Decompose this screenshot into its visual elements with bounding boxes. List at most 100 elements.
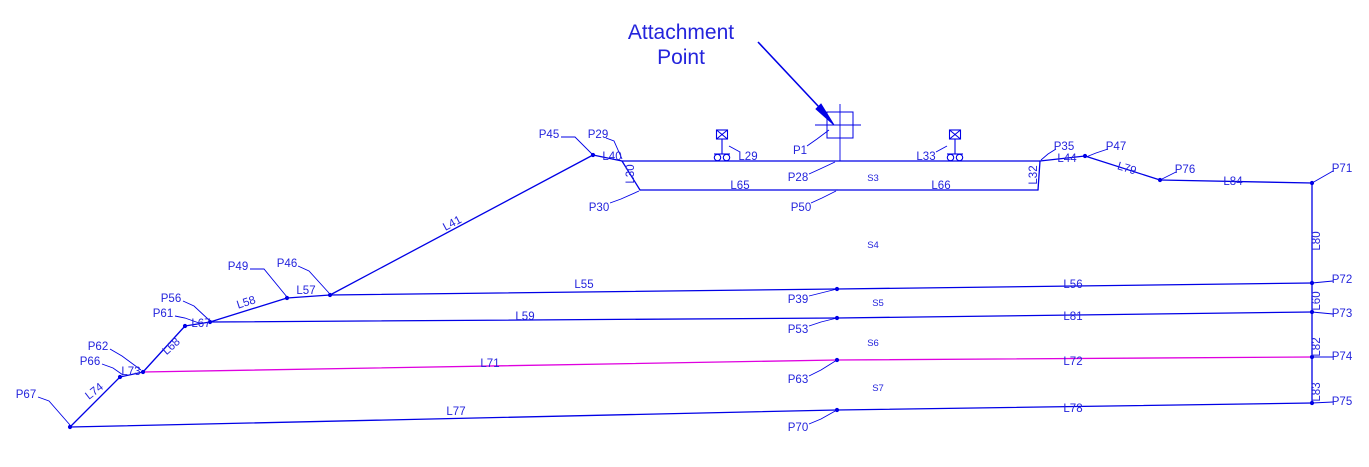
vertex-marker	[1082, 153, 1088, 159]
leader-P63	[808, 359, 838, 377]
label-P63: P63	[788, 374, 808, 386]
label-L79: L79	[1116, 160, 1138, 177]
label-L59: L59	[515, 311, 534, 323]
leader-P49	[250, 268, 288, 298]
label-P70: P70	[788, 422, 808, 434]
label-P30: P30	[589, 202, 609, 214]
line-L78	[836, 402, 1313, 411]
label-L74: L74	[83, 381, 106, 403]
line-L84	[1159, 179, 1313, 184]
line-L74	[69, 376, 121, 428]
line-L58	[209, 297, 288, 323]
vertex-marker	[834, 286, 840, 292]
clamp-wheel	[722, 153, 731, 162]
clamp-wheel	[713, 153, 722, 162]
line-L81	[836, 311, 1313, 319]
leader-P67	[37, 396, 71, 426]
label-P61: P61	[153, 308, 173, 320]
label-S4: S4	[867, 240, 879, 251]
line-L79	[1084, 155, 1161, 181]
vertex-marker	[1309, 180, 1315, 186]
line-L55	[329, 288, 838, 296]
vertex-marker	[67, 424, 73, 430]
label-L33: L33	[916, 151, 935, 163]
leader-P50	[810, 190, 837, 204]
leader-P46	[297, 265, 330, 294]
line-L41	[329, 154, 594, 296]
label-L55: L55	[574, 279, 593, 291]
vertex-marker	[182, 323, 188, 329]
vertex-marker	[1309, 354, 1315, 360]
vertex-marker	[1309, 400, 1315, 406]
leader-P70	[808, 409, 838, 425]
label-P29: P29	[588, 129, 608, 141]
line-L59	[209, 317, 838, 323]
leader-P45	[561, 136, 594, 156]
attachment-arrow-line	[757, 41, 820, 108]
label-L71: L71	[480, 358, 499, 370]
label-L30: L30	[625, 164, 637, 183]
clamp-hatch	[716, 129, 728, 140]
vertex-marker	[590, 152, 596, 158]
attachment-point-callout: Attachment Point	[596, 20, 766, 70]
clamp-wheel	[946, 153, 955, 162]
label-L67: L67	[191, 318, 210, 330]
line-L68	[142, 325, 186, 373]
label-P49: P49	[228, 261, 248, 273]
vertex-marker	[327, 292, 333, 298]
label-S3: S3	[867, 173, 879, 184]
label-L58: L58	[235, 294, 257, 311]
leader-P61	[174, 315, 200, 324]
label-L81: L81	[1063, 311, 1082, 323]
label-L65: L65	[730, 180, 749, 192]
label-P1: P1	[793, 145, 807, 157]
line-L71	[142, 359, 838, 373]
label-S6: S6	[867, 338, 879, 349]
leader-P39	[808, 288, 838, 297]
callout-line-1: Attachment	[627, 21, 735, 44]
label-L66: L66	[931, 180, 950, 192]
vertex-marker	[834, 407, 840, 413]
label-L77: L77	[446, 406, 465, 418]
line-L57	[286, 294, 331, 299]
vertex-marker	[834, 357, 840, 363]
label-L73: L73	[121, 366, 140, 378]
leader-P30	[609, 190, 640, 204]
label-L72: L72	[1063, 356, 1082, 368]
vertex-marker	[1309, 309, 1315, 315]
leader-P66	[101, 363, 124, 376]
leader-P73	[1311, 311, 1334, 315]
leader-L29	[728, 145, 741, 153]
label-P71: P71	[1332, 163, 1352, 175]
label-L29: L29	[738, 151, 757, 163]
label-P50: P50	[791, 202, 811, 214]
leader-P47	[1085, 148, 1109, 158]
vertex-marker	[140, 369, 146, 375]
clamp-box	[948, 129, 962, 140]
support-clamp-icon	[713, 129, 731, 162]
label-P66: P66	[80, 356, 100, 368]
label-L83: L83	[1311, 382, 1323, 401]
label-P76: P76	[1175, 164, 1195, 176]
leader-P75	[1311, 401, 1334, 404]
line-L30	[621, 160, 641, 191]
leader-P76	[1159, 171, 1177, 181]
label-P45: P45	[539, 129, 559, 141]
label-P53: P53	[788, 324, 808, 336]
leader-P56	[182, 300, 210, 321]
label-P62: P62	[88, 341, 108, 353]
label-P47: P47	[1106, 141, 1126, 153]
label-S7: S7	[872, 383, 884, 394]
leader-L33	[935, 145, 948, 153]
label-P39: P39	[788, 294, 808, 306]
line-L40	[592, 154, 623, 162]
leader-P72	[1311, 280, 1334, 284]
line-L73	[119, 371, 144, 378]
label-L78: L78	[1063, 403, 1082, 415]
clamp-box	[715, 129, 729, 140]
label-P56: P56	[161, 293, 181, 305]
line-L77	[69, 409, 838, 428]
label-P28: P28	[788, 172, 808, 184]
